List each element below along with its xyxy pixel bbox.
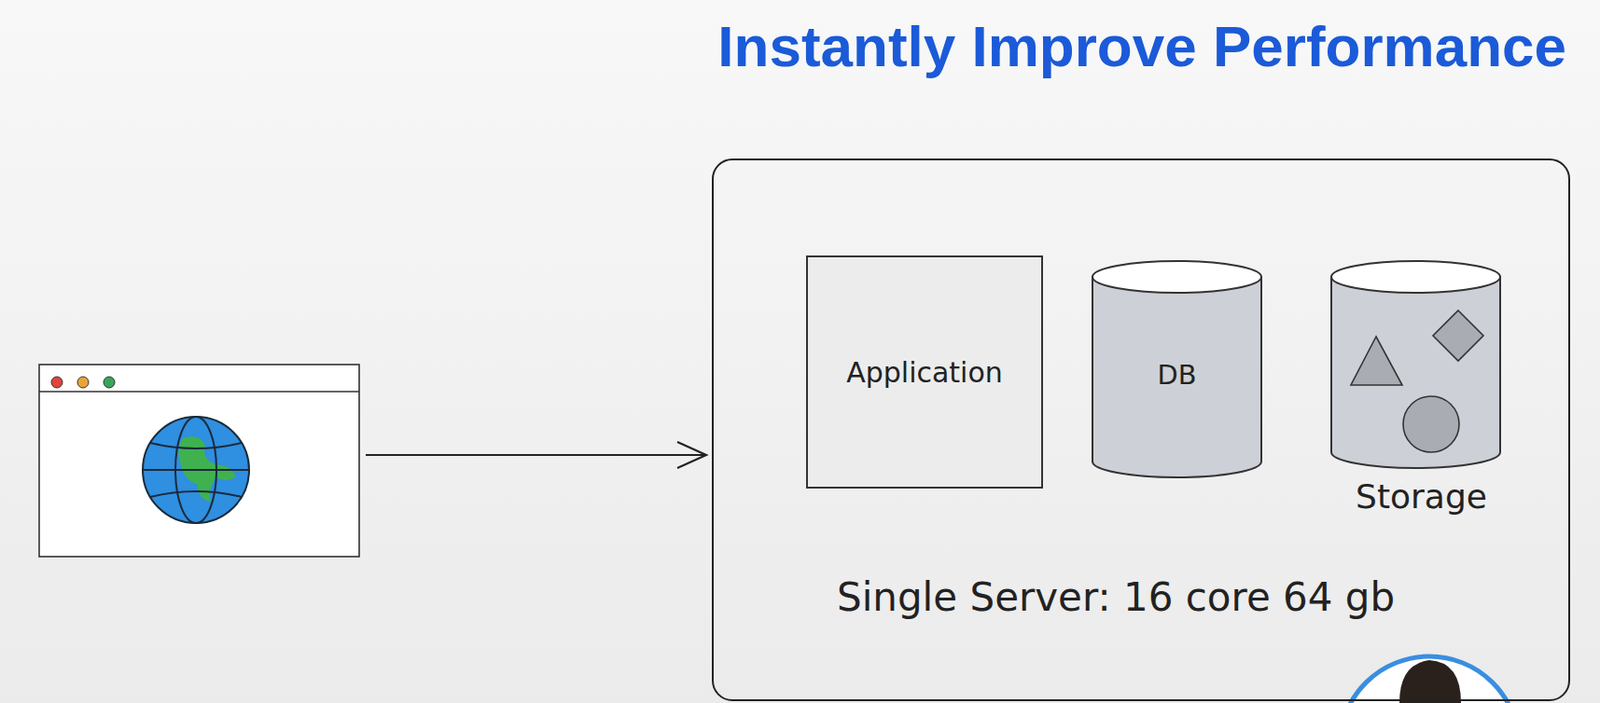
diamond-shape xyxy=(1433,310,1484,362)
storage-cylinder: Storage xyxy=(1329,259,1503,530)
database-cylinder: DB xyxy=(1090,259,1264,480)
cylinder-body xyxy=(1331,277,1501,469)
server-box: Single Server: 16 core 64 gb Application D… xyxy=(711,158,1571,702)
triangle-shape xyxy=(1350,336,1403,386)
application-box: Application xyxy=(806,255,1044,489)
cylinder-top xyxy=(1092,261,1262,293)
presenter-avatar xyxy=(1339,656,1519,703)
request-arrow xyxy=(365,442,707,469)
diagram-title: Instantly Improve Performance xyxy=(717,13,1567,80)
cylinder-top xyxy=(1331,261,1501,293)
browser-window xyxy=(39,364,360,557)
component-label: Application xyxy=(846,356,1003,390)
component-label: Storage xyxy=(1355,477,1488,516)
server-spec: Single Server: 16 core 64 gb xyxy=(836,574,1395,621)
globe-icon xyxy=(142,417,250,524)
cylinder-outline xyxy=(1329,259,1503,471)
component-label: DB xyxy=(1090,359,1264,391)
circle-shape xyxy=(1403,396,1460,453)
